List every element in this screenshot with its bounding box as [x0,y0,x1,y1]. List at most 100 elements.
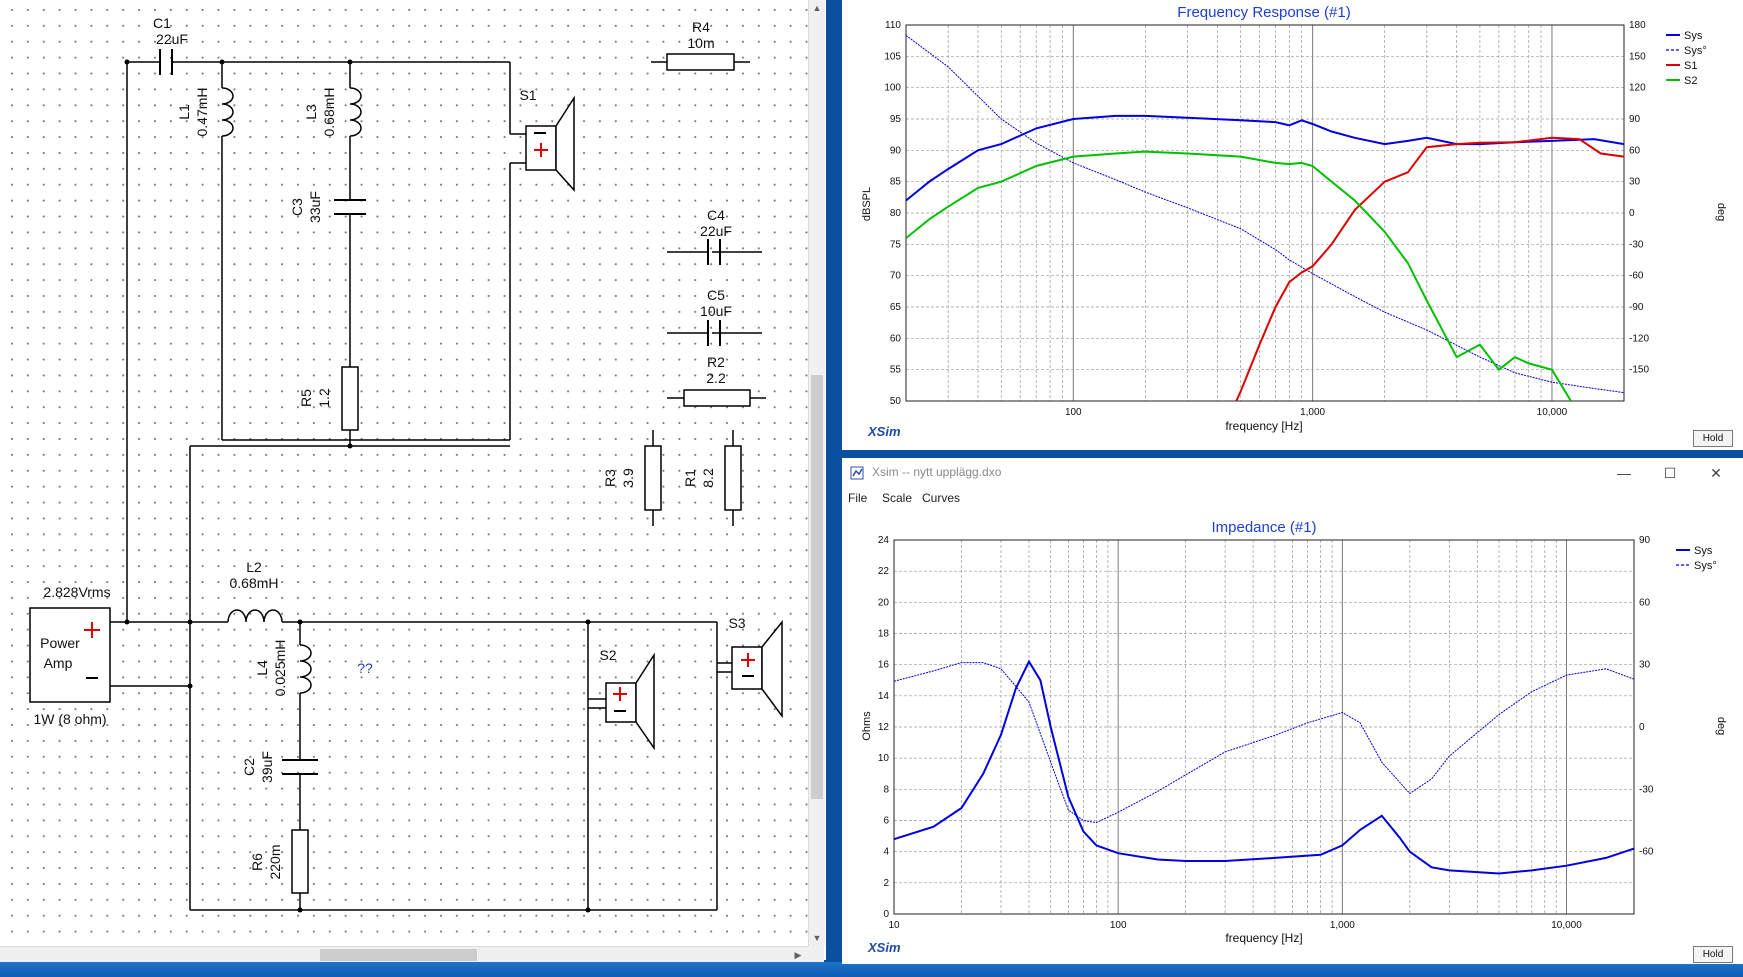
x-tick-label: 10,000 [1537,407,1568,418]
s3-name: S3 [728,615,745,631]
legend-label: S2 [1684,75,1697,87]
x-tick-label: 100 [1110,920,1127,931]
hold-button[interactable]: Hold [1693,430,1733,447]
scroll-down-icon[interactable]: ▼ [812,933,822,943]
xsim-brand: XSim [868,424,901,439]
r1-name: R1 [682,469,698,487]
y-tick-label: 55 [890,365,902,376]
c1-value: 22uF [156,31,188,47]
x-axis-label: frequency [Hz] [1225,931,1302,945]
y2-tick-label: 30 [1639,660,1651,671]
l4-value: 0.025mH [272,640,288,697]
y-tick-label: 22 [878,566,890,577]
y2-axis-label: deg [1715,203,1727,221]
menu-file[interactable]: File [848,491,868,505]
legend-label: Sys [1684,30,1703,42]
y-tick-label: 80 [890,208,902,219]
amp-label-line1: Power [40,635,80,651]
y-tick-label: 50 [890,396,902,407]
r4-name: R4 [692,19,710,35]
r3-value: 3.9 [620,468,636,488]
app-icon [850,466,864,480]
schematic-note: ?? [357,660,373,676]
close-icon[interactable]: ✕ [1710,465,1722,481]
y-tick-label: 75 [890,239,902,250]
y-tick-label: 105 [884,51,901,62]
schematic-vertical-scrollbar[interactable]: ▲ ▼ [808,0,825,946]
x-tick-label: 1,000 [1300,407,1325,418]
hold-button[interactable]: Hold [1693,946,1733,963]
y2-tick-label: 120 [1629,83,1646,94]
y-tick-label: 85 [890,177,902,188]
y-tick-label: 20 [878,597,890,608]
horizontal-scroll-thumb[interactable] [320,949,477,961]
y2-tick-label: -90 [1629,302,1644,313]
series-line-sys [894,659,1634,875]
y2-tick-label: -60 [1629,271,1644,282]
l3-name: L3 [303,104,319,120]
impedance-chart: Impedance (#1) Ohms deg frequency [Hz] 0… [861,519,1727,945]
y-axis-label: dBSPL [861,187,873,221]
menu-curves[interactable]: Curves [922,491,961,505]
r2-value: 2.2 [706,370,726,386]
scroll-right-icon[interactable]: ▶ [794,950,802,960]
y2-tick-label: 180 [1629,20,1646,31]
y-tick-label: 65 [890,302,902,313]
amp-label-line2: Amp [44,655,73,671]
l3-value: 0.68mH [321,87,337,136]
y-tick-label: 4 [883,847,889,858]
r5-name: R5 [298,389,314,407]
y-tick-label: 95 [890,114,902,125]
x-tick-label: 10,000 [1551,920,1582,931]
frequency-response-window[interactable]: Frequency Response (#1) dBSPL deg freque… [842,0,1743,450]
r4-value: 10m [687,35,714,51]
r1-value: 8.2 [700,468,716,488]
scrollbar-corner [808,946,824,962]
y-axis-label: Ohms [861,711,873,741]
y2-tick-label: 60 [1639,597,1651,608]
title-bar[interactable]: Xsim -- nytt upplägg.dxo — ☐ ✕ [842,458,1743,488]
x-tick-label: 100 [1065,407,1082,418]
r6-value: 220m [267,844,283,879]
c2-value: 39uF [259,751,275,783]
y2-tick-label: 30 [1629,177,1641,188]
minimize-icon[interactable]: — [1617,465,1631,481]
l1-value: 0.47mH [194,87,210,136]
legend-label: Sys° [1684,45,1707,57]
y2-tick-label: -30 [1629,239,1644,250]
grid [906,25,1624,401]
l4-name: L4 [254,660,270,676]
plot-frame [893,539,1635,915]
y2-tick-label: 150 [1629,51,1646,62]
y-tick-label: 10 [878,753,890,764]
y-tick-label: 100 [884,83,901,94]
y-tick-label: 16 [878,660,890,671]
menu-scale[interactable]: Scale [882,491,913,505]
xsim-brand: XSim [868,940,901,955]
x-tick-label: 10 [888,920,900,931]
maximize-icon[interactable]: ☐ [1663,465,1677,481]
impedance-window[interactable]: Xsim -- nytt upplägg.dxo — ☐ ✕ File Scal… [842,458,1743,964]
scroll-up-icon[interactable]: ▲ [812,3,822,13]
s1-name: S1 [519,87,536,103]
y-tick-label: 24 [878,535,890,546]
l2-value: 0.68mH [229,575,278,591]
y-tick-label: 12 [878,722,890,733]
c4-name: C4 [707,207,725,223]
s2-name: S2 [599,647,616,663]
chart-title: Impedance (#1) [1211,519,1316,536]
y2-tick-label: 60 [1629,145,1641,156]
schematic-horizontal-scrollbar[interactable]: ▶ [0,946,808,963]
y-tick-label: 110 [885,20,901,31]
y2-tick-label: 90 [1639,535,1651,546]
vertical-scroll-thumb[interactable] [811,375,823,799]
amp-power: 1W (8 ohm) [33,711,106,727]
y-tick-label: 60 [890,333,902,344]
grid [894,540,1634,914]
legend-label: Sys [1694,545,1713,557]
plot-frame [905,24,1625,402]
y2-tick-label: 0 [1639,722,1645,733]
x-axis-label: frequency [Hz] [1225,419,1302,433]
schematic-canvas[interactable]: C1 22uF L1 0.47mH L3 0.68mH C3 33uF R5 1… [0,0,826,960]
chart-title: Frequency Response (#1) [1177,4,1350,21]
